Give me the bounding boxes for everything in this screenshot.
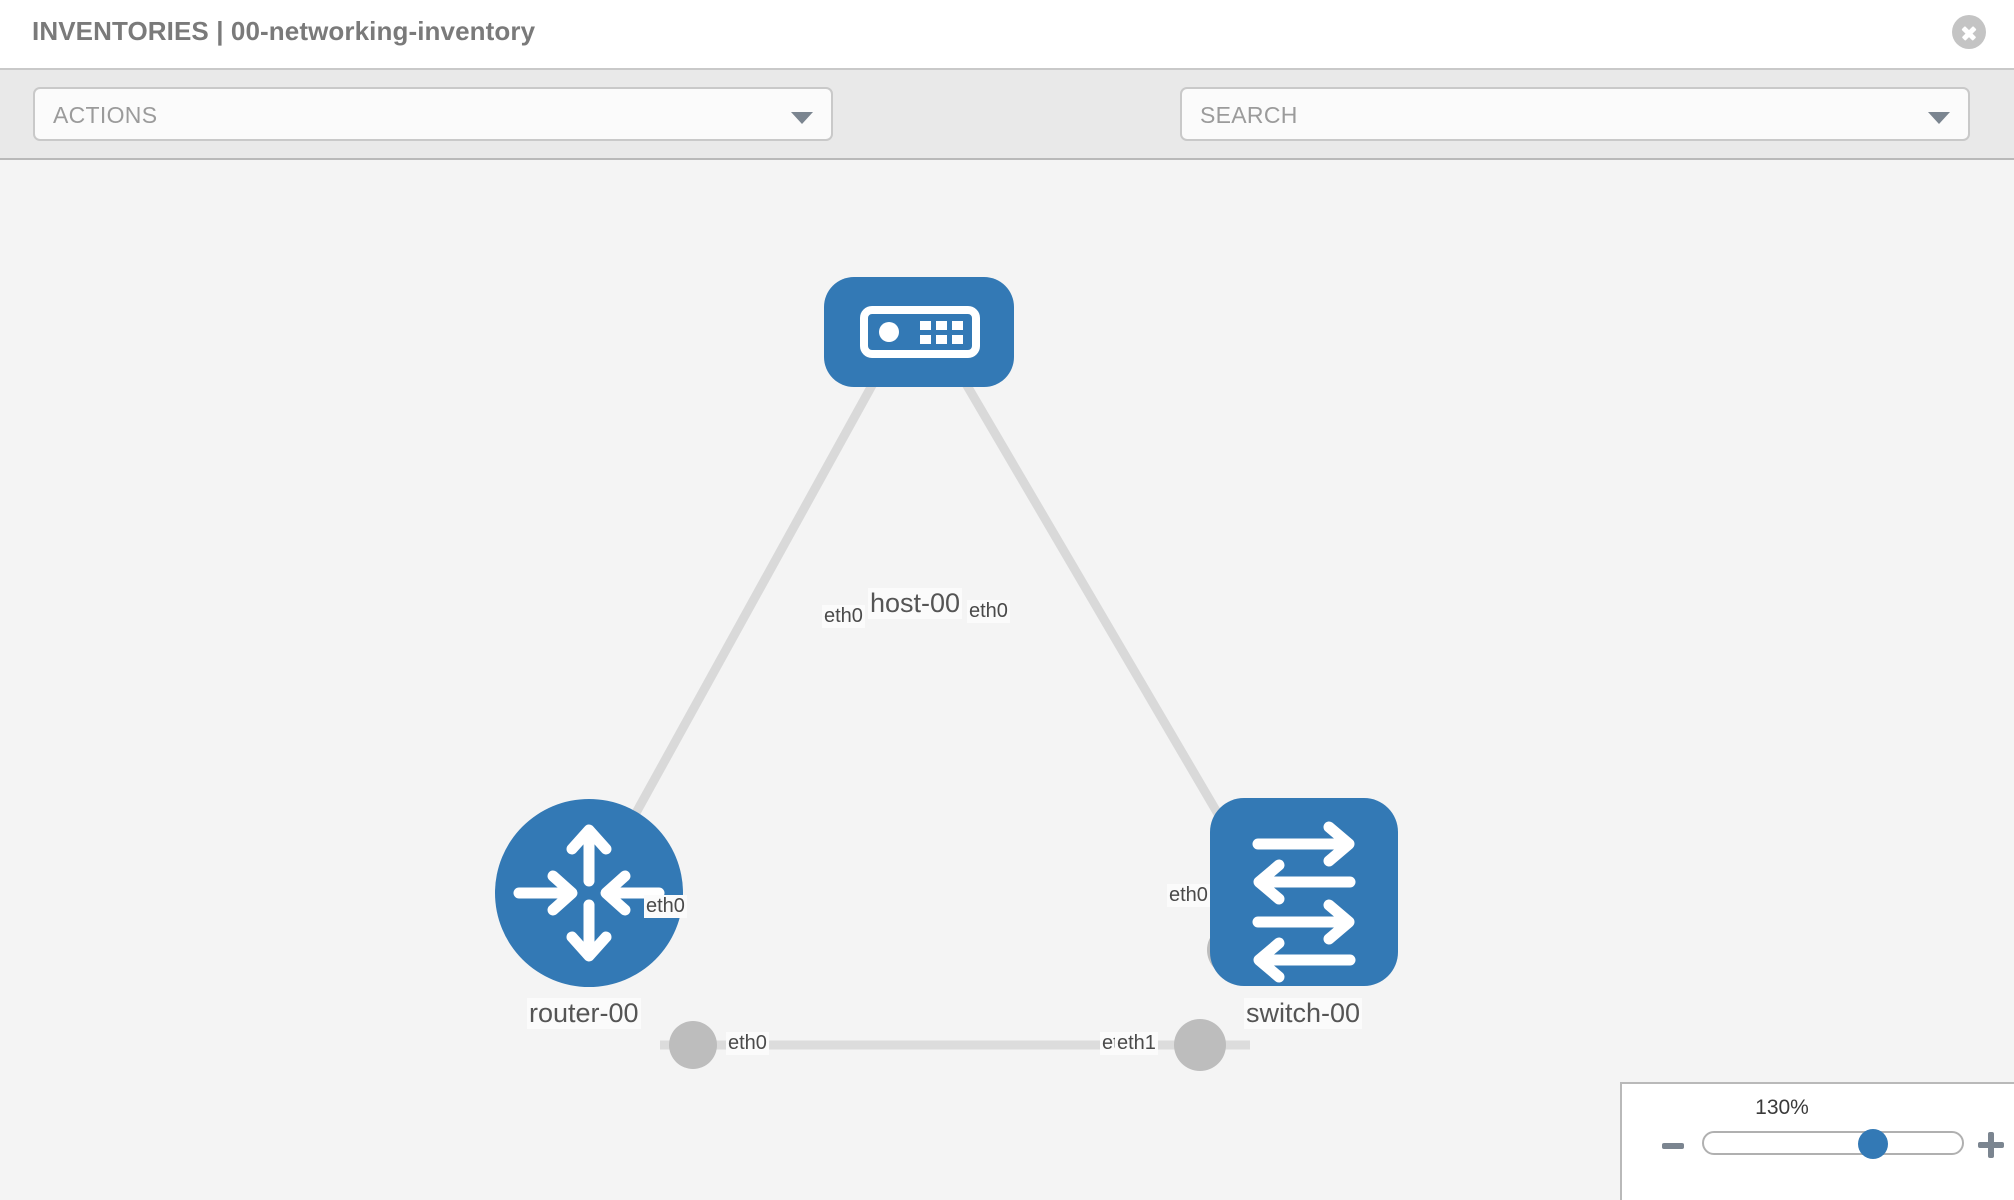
topology-graph <box>495 277 1398 1071</box>
node-switch-00[interactable] <box>1210 798 1398 986</box>
search-placeholder: SEARCH <box>1200 102 1298 128</box>
node-label-host-00: host-00 <box>868 588 963 619</box>
node-label-router-00: router-00 <box>527 998 641 1029</box>
chevron-down-icon <box>791 112 813 124</box>
close-x-glyph <box>1952 15 1986 49</box>
connector-router-right[interactable] <box>669 1021 717 1069</box>
iface-label-switch-router-b: eth1 <box>1115 1032 1158 1055</box>
connector-switch-left[interactable] <box>1174 1019 1226 1071</box>
host-node-shape[interactable] <box>824 277 1014 387</box>
page-title: INVENTORIES | 00-networking-inventory <box>32 16 536 46</box>
switch-arrows-icon <box>1252 821 1356 983</box>
search-input[interactable]: SEARCH <box>1180 87 1970 141</box>
topology-canvas[interactable]: eth0 eth0 host-00 eth0 eth0 eth0 eth0 et… <box>0 160 2014 1200</box>
iface-label-switch-host: eth0 <box>1167 884 1210 907</box>
zoom-percent-label: 130% <box>1755 1096 1809 1119</box>
actions-dropdown-label: ACTIONS <box>53 102 158 128</box>
router-arrows-icon <box>513 824 665 962</box>
iface-label-host-router: eth0 <box>822 605 865 628</box>
zoom-slider-thumb[interactable] <box>1858 1129 1888 1159</box>
node-label-switch-00: switch-00 <box>1244 998 1363 1029</box>
link-host-switch[interactable] <box>948 357 1249 863</box>
router-node-shape[interactable] <box>495 799 683 987</box>
link-host-router[interactable] <box>606 357 890 863</box>
chevron-down-icon[interactable] <box>1928 112 1950 124</box>
iface-label-host-switch: eth0 <box>967 600 1010 623</box>
node-router-00[interactable] <box>495 799 683 987</box>
iface-label-router-host: eth0 <box>644 895 687 918</box>
iface-label-router-switch-source: eth0 <box>726 1032 769 1055</box>
zoom-in-button[interactable] <box>1978 1132 2004 1158</box>
zoom-slider-track[interactable] <box>1702 1131 1964 1155</box>
actions-dropdown[interactable]: ACTIONS <box>33 87 833 141</box>
close-icon[interactable] <box>1952 15 1986 49</box>
toolbar: ACTIONS SEARCH <box>0 68 2014 201</box>
zoom-out-button[interactable] <box>1662 1143 1684 1149</box>
node-host-00[interactable] <box>824 277 1014 387</box>
zoom-control-panel: 130% <box>1620 1082 2014 1200</box>
server-icon <box>860 306 980 358</box>
page-header: INVENTORIES | 00-networking-inventory <box>0 0 2014 68</box>
